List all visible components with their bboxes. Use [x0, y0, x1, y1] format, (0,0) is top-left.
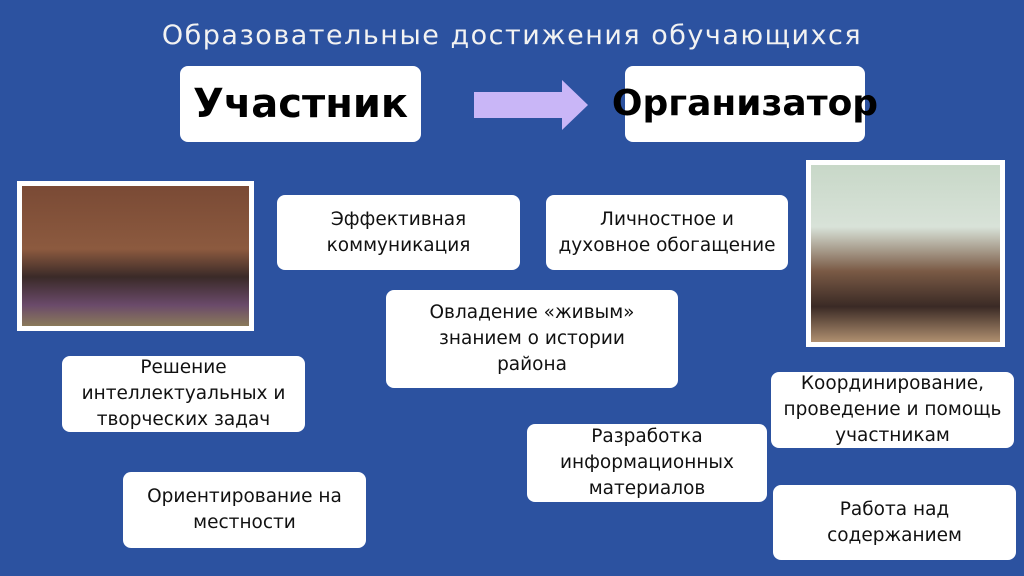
slide-title: Образовательные достижения обучающихся	[161, 20, 863, 51]
participant-label: Участник	[193, 81, 408, 127]
organizer-label: Организатор	[611, 83, 879, 124]
achievement-text: Эффективная коммуникация	[326, 208, 471, 256]
achievement-text: Координирование, проведение и помощь уча…	[783, 373, 1002, 446]
achievement-box: Решение интеллектуальных и творческих за…	[62, 356, 305, 432]
achievement-text: Разработка информационных материалов	[560, 426, 734, 499]
achievement-text: Ориентирование на местности	[147, 486, 342, 533]
classroom-photo	[806, 160, 1005, 347]
achievement-box: Ориентирование на местности	[123, 472, 366, 548]
achievement-text: Овладение «живым» знанием о истории райо…	[429, 302, 635, 375]
achievement-box: Координирование, проведение и помощь уча…	[771, 372, 1014, 448]
achievement-box: Овладение «живым» знанием о истории райо…	[386, 290, 678, 388]
achievement-box: Разработка информационных материалов	[527, 424, 767, 502]
achievement-box: Личностное и духовное обогащение	[546, 195, 788, 270]
achievement-text: Решение интеллектуальных и творческих за…	[81, 357, 286, 430]
arrow-right-icon	[474, 80, 588, 130]
achievement-box: Эффективная коммуникация	[277, 195, 520, 270]
students-group-photo	[17, 181, 254, 331]
achievement-box: Работа над содержанием	[773, 485, 1016, 560]
achievement-text: Работа над содержанием	[827, 498, 962, 546]
organizer-box: Организатор	[612, 66, 878, 142]
participant-box: Участник	[180, 66, 421, 142]
achievement-text: Личностное и духовное обогащение	[558, 208, 776, 256]
